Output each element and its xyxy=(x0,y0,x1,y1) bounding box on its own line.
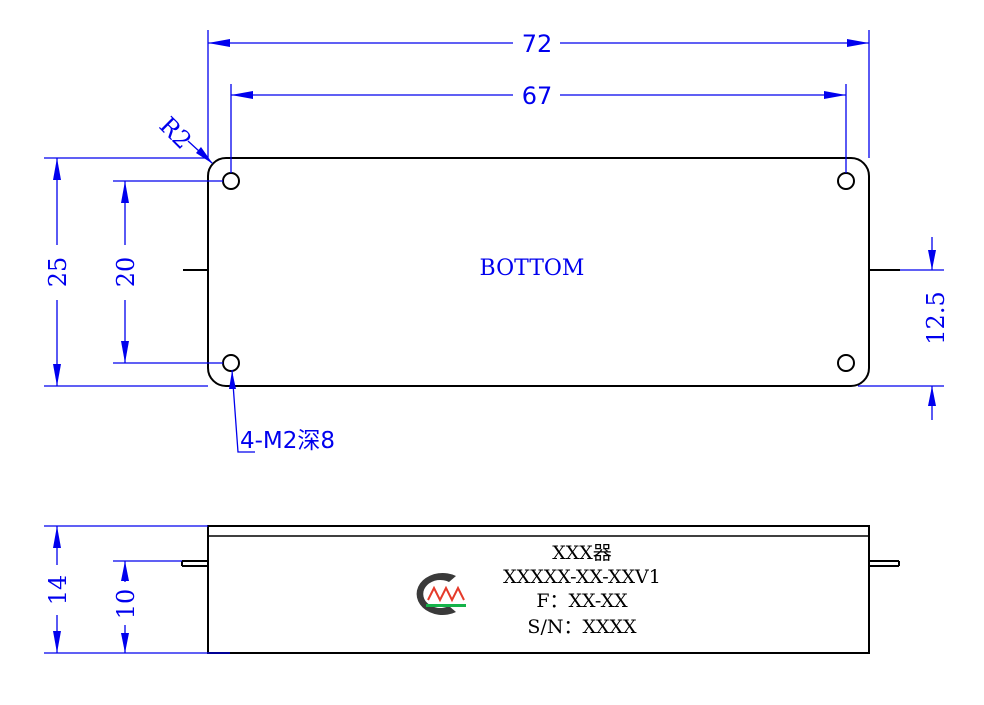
mounting-hole xyxy=(837,354,855,372)
company-logo xyxy=(416,573,466,616)
dim-pin-height: 10 xyxy=(112,560,182,653)
hole-callout-text: 4-M2深8 xyxy=(240,428,335,454)
dim-hole-spacing-length: 67 xyxy=(230,82,847,173)
housing-outline xyxy=(207,157,870,387)
nameplate-line1: XXX器 xyxy=(552,542,612,564)
nameplate-line4: S/N：XXXX xyxy=(527,616,637,638)
nameplate-line3: F：XX-XX xyxy=(536,590,628,612)
dim-text: 10 xyxy=(112,589,140,620)
dim-text: 12.5 xyxy=(922,291,950,344)
logo-bar-icon xyxy=(426,604,466,607)
side-view: XXX器 XXXXX-XX-XXV1 F：XX-XX S/N：XXXX 14 1… xyxy=(44,525,900,654)
logo-wave-icon xyxy=(427,585,465,603)
dim-text: 72 xyxy=(522,30,553,58)
view-label: BOTTOM xyxy=(480,256,585,281)
dim-height: 14 xyxy=(44,525,230,654)
dim-text: 67 xyxy=(522,82,553,110)
dim-hole-spacing-width: 20 xyxy=(112,180,223,364)
nameplate-line2: XXXXX-XX-XXV1 xyxy=(503,566,661,588)
hole-callout-leader: 4-M2深8 xyxy=(229,369,335,454)
dim-text: 20 xyxy=(112,257,140,288)
top-view: BOTTOM 72 67 xyxy=(44,30,950,454)
dim-overall-length: 72 xyxy=(207,30,870,158)
dim-text: 14 xyxy=(44,575,72,606)
dim-text: R2 xyxy=(154,111,197,154)
dim-corner-radius: R2 xyxy=(154,111,213,164)
housing-side-outline xyxy=(207,525,870,654)
dim-overall-width: 25 xyxy=(44,157,208,387)
dim-text: 25 xyxy=(44,257,72,288)
dim-pin-offset: 12.5 xyxy=(858,237,950,420)
